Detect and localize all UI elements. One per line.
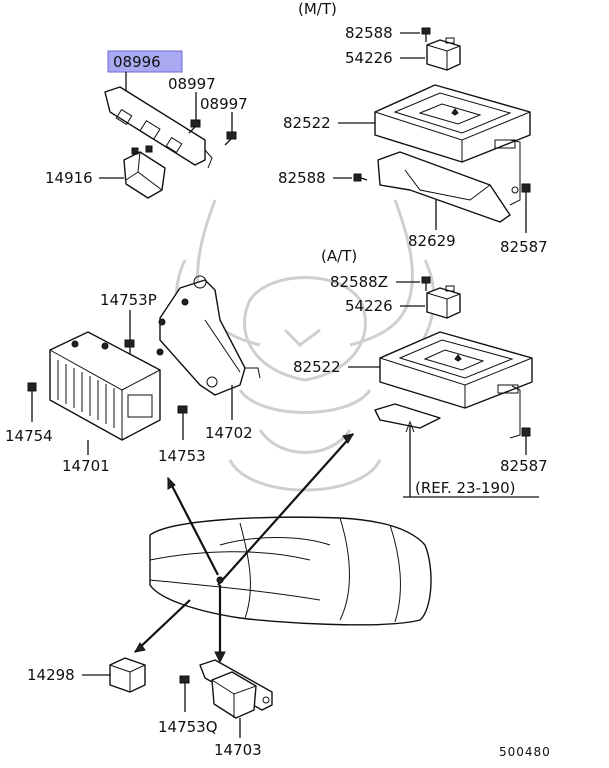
relay-54226-mt-drawing bbox=[426, 37, 461, 71]
part-label-82588-mt-side[interactable]: 82588 bbox=[278, 169, 326, 187]
part-label-14753Q[interactable]: 14753Q bbox=[158, 718, 218, 736]
part-label-82588Z[interactable]: 82588Z bbox=[330, 273, 388, 291]
reference-label[interactable]: (REF. 23-190) bbox=[415, 479, 516, 497]
screw-82588-mt-top-drawing bbox=[421, 27, 431, 42]
bolt-14753Q-drawing bbox=[179, 675, 190, 690]
part-label-82629[interactable]: 82629 bbox=[408, 232, 456, 250]
part-label-14701[interactable]: 14701 bbox=[62, 457, 110, 475]
relay-14916-drawing bbox=[123, 145, 166, 199]
part-label-14754[interactable]: 14754 bbox=[5, 427, 53, 445]
part-label-54226-mt[interactable]: 54226 bbox=[345, 49, 393, 67]
part-label-82522-mt[interactable]: 82522 bbox=[283, 114, 331, 132]
screw-82588Z-drawing bbox=[421, 276, 431, 291]
nut-82587-at-drawing bbox=[521, 427, 531, 437]
part-label-14916[interactable]: 14916 bbox=[45, 169, 93, 187]
part-label-08996[interactable]: 08996 bbox=[113, 53, 161, 71]
location-arrows bbox=[134, 433, 354, 664]
part-label-54226-at[interactable]: 54226 bbox=[345, 297, 393, 315]
part-label-82587-at[interactable]: 82587 bbox=[500, 457, 548, 475]
figure-number: 500480 bbox=[499, 745, 551, 759]
reference-callout bbox=[403, 420, 539, 498]
variant-label-at: (A/T) bbox=[321, 247, 357, 265]
part-label-82588-mt-top[interactable]: 82588 bbox=[345, 24, 393, 42]
bolt-08997-b-drawing bbox=[224, 131, 237, 146]
part-label-14753[interactable]: 14753 bbox=[158, 447, 206, 465]
part-label-14703[interactable]: 14703 bbox=[214, 741, 262, 759]
bolt-08997-a-drawing bbox=[188, 119, 201, 134]
part-label-82522-at[interactable]: 82522 bbox=[293, 358, 341, 376]
part-label-14753P[interactable]: 14753P bbox=[100, 291, 157, 309]
screw-82588-mt-side-drawing bbox=[353, 173, 368, 182]
part-label-08997-a[interactable]: 08997 bbox=[168, 75, 216, 93]
nut-82587-mt-drawing bbox=[521, 183, 531, 193]
relay-14298-drawing bbox=[109, 657, 146, 693]
part-label-14702[interactable]: 14702 bbox=[205, 424, 253, 442]
ecu-82522-at-drawing bbox=[374, 331, 533, 439]
bracket-08996-drawing bbox=[104, 86, 213, 169]
ecu-82522-mt-drawing bbox=[374, 84, 531, 223]
nut-14754-drawing bbox=[27, 382, 37, 392]
part-label-14298[interactable]: 14298 bbox=[27, 666, 75, 684]
bracket-14702-drawing bbox=[156, 275, 261, 396]
vehicle-outline-drawing bbox=[149, 516, 432, 626]
module-14703-drawing bbox=[199, 659, 273, 719]
watermark-emblem bbox=[174, 199, 436, 492]
part-label-08997-b[interactable]: 08997 bbox=[200, 95, 248, 113]
part-label-82587-mt[interactable]: 82587 bbox=[500, 238, 548, 256]
relay-54226-at-drawing bbox=[426, 285, 461, 319]
part-08996-highlight[interactable] bbox=[107, 50, 183, 73]
bolt-14753-drawing bbox=[177, 405, 188, 420]
amplifier-14701-drawing bbox=[49, 331, 161, 441]
variant-label-mt: (M/T) bbox=[298, 0, 337, 18]
